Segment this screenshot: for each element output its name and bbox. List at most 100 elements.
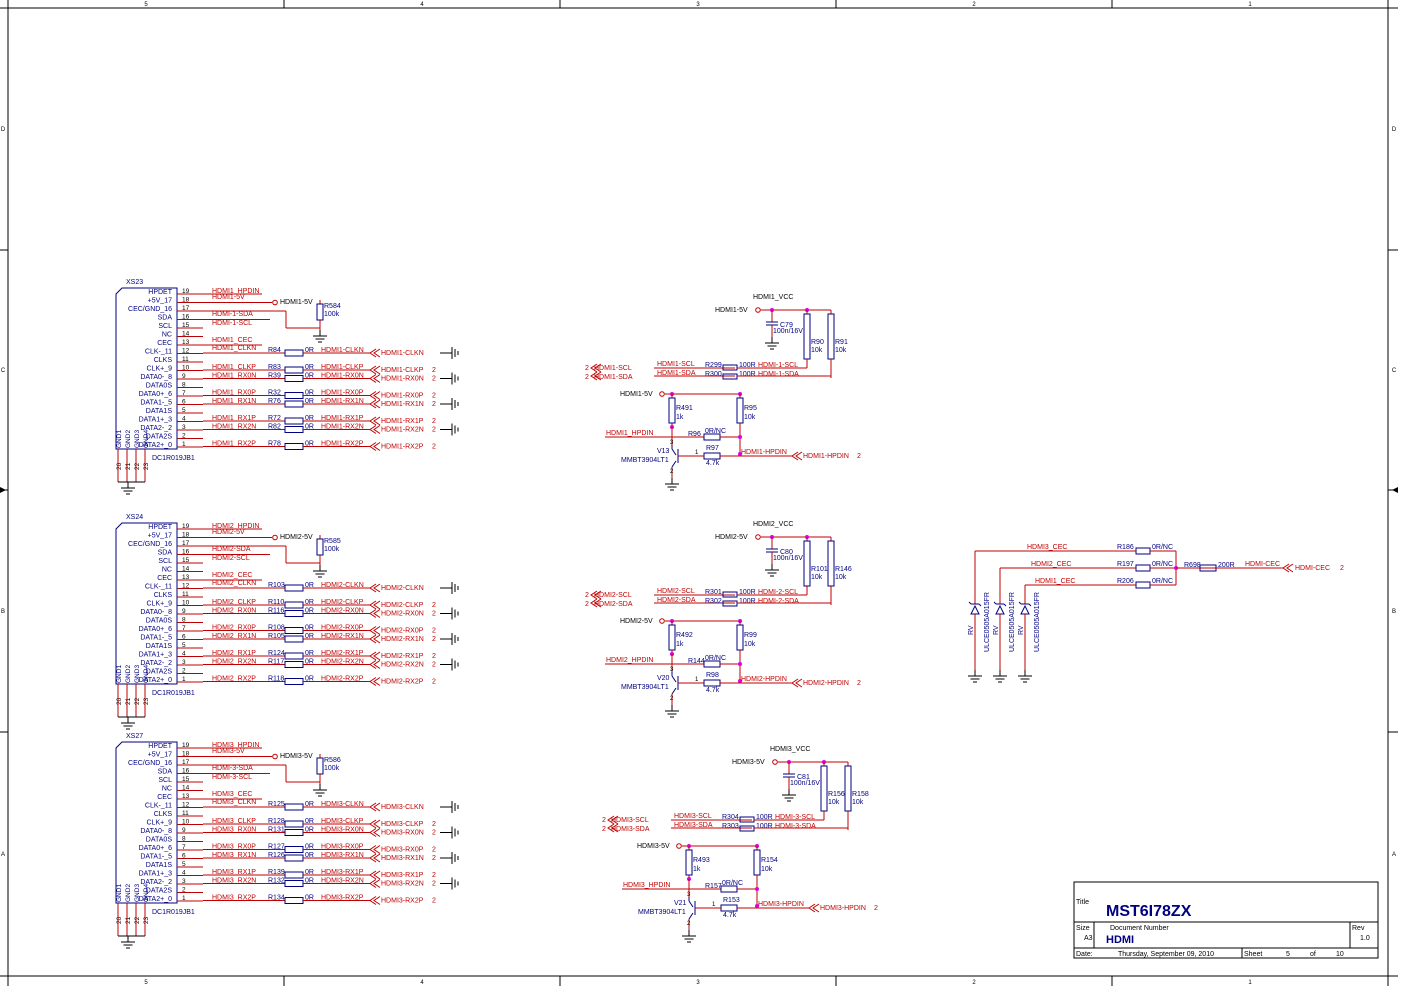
resistor-net-label: HDMI3-RX0N: [321, 827, 364, 834]
offpage-net-label: HDMI1-RX2N: [381, 427, 424, 434]
pin-number: 11: [182, 591, 189, 598]
wire: [671, 460, 677, 468]
npn-transistor-icon: [671, 672, 700, 705]
resistor-net-label: HDMI1-CLKP: [321, 364, 364, 371]
offpage-page-ref: 2: [432, 830, 436, 837]
transistor-pin: 3: [687, 892, 691, 898]
resistor-body: [284, 417, 304, 425]
resistor-body: [1135, 564, 1151, 572]
pin-number: 14: [182, 331, 190, 338]
tvs-diode-icon: [993, 601, 1007, 615]
chevron: [373, 677, 381, 686]
offpage-net-label: HDMI2-CLKP: [381, 602, 424, 609]
pair-net-label: HDMI2_RX0P: [212, 625, 256, 632]
resistor-net-label: HDMI3-CLKP: [321, 818, 364, 825]
pin-number: 8: [182, 382, 186, 389]
capacitor-ref: C79: [780, 322, 793, 329]
pin-number: 18: [182, 297, 190, 304]
clk-net-label: HDMI1_CLKN: [212, 345, 256, 352]
offpage-net-label: HDMI2-RX0N: [381, 611, 424, 618]
frame-col-number: 4: [420, 2, 424, 8]
vertical-resistor: [803, 537, 811, 590]
resistor-body: [284, 627, 304, 634]
pin-number: 10: [182, 600, 190, 607]
cec-resistor-ref: R186: [1117, 544, 1134, 551]
series-resistor-ref: R118: [268, 676, 284, 683]
power-port-label: HDMI3-5V: [637, 843, 670, 850]
chevron: [607, 815, 615, 825]
chevron: [373, 896, 381, 905]
npn-transistor-icon: [688, 897, 717, 930]
resistor-value: 1k: [676, 414, 684, 421]
pair-net-label: HDMI1_RX0P: [212, 390, 256, 397]
resistor-body: [284, 897, 304, 904]
resistor-ref: R157: [705, 883, 722, 890]
ground-icon: [665, 478, 679, 491]
chevron: [369, 634, 377, 644]
gnd-pin-name: GND1: [116, 665, 123, 683]
hpd-in-label: HDMI3_HPDIN: [623, 882, 670, 889]
pair-net-label: HDMI3_RX1N: [212, 852, 256, 859]
series-resistor-value: 100R: [739, 371, 756, 378]
capacitor-ref: C80: [780, 549, 793, 556]
pin-name: SCL: [158, 558, 172, 565]
date-label: Date:: [1076, 951, 1093, 958]
vertical-resistor: [753, 846, 761, 879]
resistor-value: 0R/NC: [722, 880, 743, 887]
pin-number: 3: [182, 659, 186, 666]
series-resistor-value: 0R: [305, 441, 314, 448]
pin-number: 7: [182, 390, 186, 397]
gnd-pin-name: GND4: [143, 884, 150, 902]
vertical-resistor: [803, 310, 811, 363]
series-resistor-ref: R299: [705, 362, 722, 369]
resistor-body: [1135, 547, 1151, 555]
gnd-pin-number: 22: [134, 697, 141, 705]
offpage-page-ref: 2: [432, 898, 436, 905]
pin-number: 18: [182, 532, 190, 539]
resistor-body: [284, 820, 304, 828]
ground-icon: [446, 826, 459, 839]
offpage-connector-icon: [607, 823, 619, 833]
sda-net-label: HDMI2-SDA: [657, 597, 696, 604]
chevron: [369, 365, 377, 375]
resistor-body: [284, 829, 304, 836]
wire: [978, 603, 982, 607]
title-block-border: [1073, 881, 1379, 959]
power-port-circle: [272, 299, 278, 306]
pin-number: 9: [182, 827, 186, 834]
resistor-value: 4.7k: [706, 687, 720, 694]
ground-icon: [446, 852, 459, 864]
offpage-net-label: HDMI3-CLKP: [381, 821, 424, 828]
pin-number: 16: [182, 768, 190, 775]
ground-icon: [313, 565, 327, 578]
pin-number: 19: [182, 523, 190, 530]
pin-name: SDA: [158, 550, 173, 557]
chevron: [373, 660, 381, 669]
pin-number: 19: [182, 288, 190, 295]
resistor-value: 1k: [693, 866, 701, 873]
pin-name: +5V_17: [148, 298, 172, 305]
chevron: [594, 363, 602, 373]
resistor-ref: R99: [744, 632, 757, 639]
offpage-connector-icon: [369, 348, 381, 358]
connector-ref: XS24: [126, 514, 143, 521]
tvs-diode-icon: [968, 601, 982, 615]
cec-resistor-ref: R197: [1117, 561, 1134, 568]
pin-number: 2: [182, 433, 186, 440]
pin-number: 11: [182, 356, 189, 363]
pullup-ref: R156: [828, 791, 845, 798]
series-resistor-value: 0R: [305, 373, 314, 380]
resistor-body: [284, 443, 304, 450]
title-label: Title: [1076, 899, 1089, 906]
ground-icon: [121, 717, 135, 730]
resistor-body: [284, 400, 304, 408]
gnd-pin-number: 22: [134, 462, 141, 470]
hpd-net-label: HDMI1_HPDIN: [212, 288, 259, 295]
resistor-ref: R144: [688, 658, 705, 665]
sda-out-label: HDMI-2-SDA: [758, 598, 799, 605]
power-port-circle: [755, 307, 761, 313]
resistor-value: 100k: [324, 765, 340, 772]
pin-number: 15: [182, 557, 190, 564]
power-port-circle: [272, 753, 278, 760]
